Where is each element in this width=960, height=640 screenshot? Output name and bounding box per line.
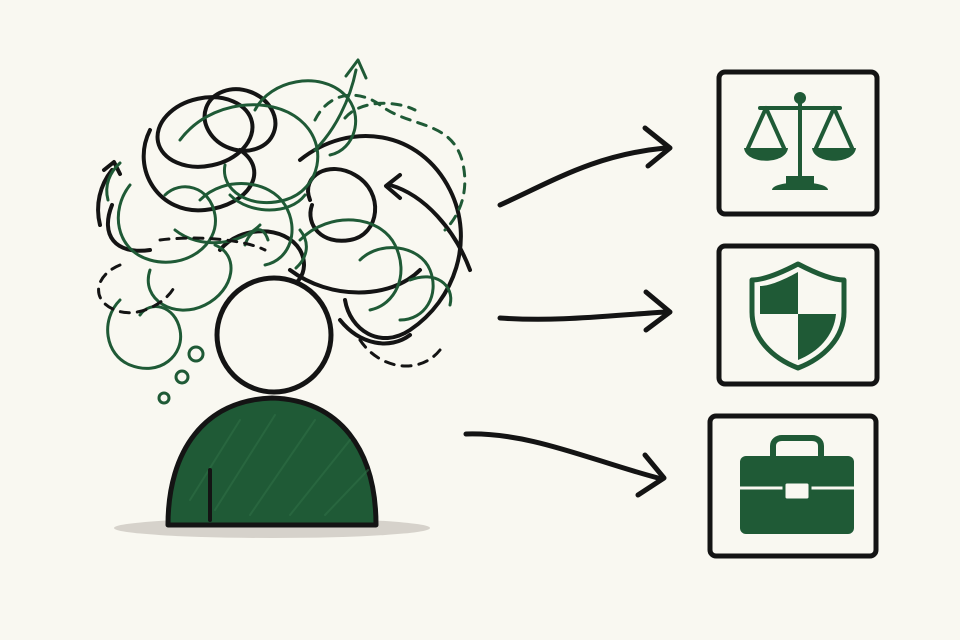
person-icon — [114, 275, 430, 538]
body-shading — [189, 414, 369, 516]
person-head — [214, 275, 334, 395]
option-card-business — [707, 413, 879, 559]
shield-icon — [749, 261, 847, 371]
option-card-security — [716, 243, 880, 387]
thought-loops-black — [96, 87, 472, 346]
person-body — [165, 395, 379, 528]
arrow-to-security — [497, 289, 673, 333]
option-arrows — [463, 125, 673, 498]
thought-bubble-small — [157, 391, 171, 405]
thought-bubbles — [157, 345, 205, 405]
briefcase-icon — [740, 435, 854, 534]
thought-loops-green — [105, 58, 453, 370]
thought-bubble-medium — [174, 369, 190, 385]
tangled-thoughts-icon — [96, 58, 472, 405]
thought-bubble-large — [187, 345, 205, 363]
arrow-to-business — [463, 431, 667, 498]
scales-of-justice-icon — [744, 92, 856, 190]
thought-paths-dashed — [97, 93, 467, 368]
arrow-to-legal — [497, 125, 673, 208]
option-card-legal — [716, 69, 880, 217]
